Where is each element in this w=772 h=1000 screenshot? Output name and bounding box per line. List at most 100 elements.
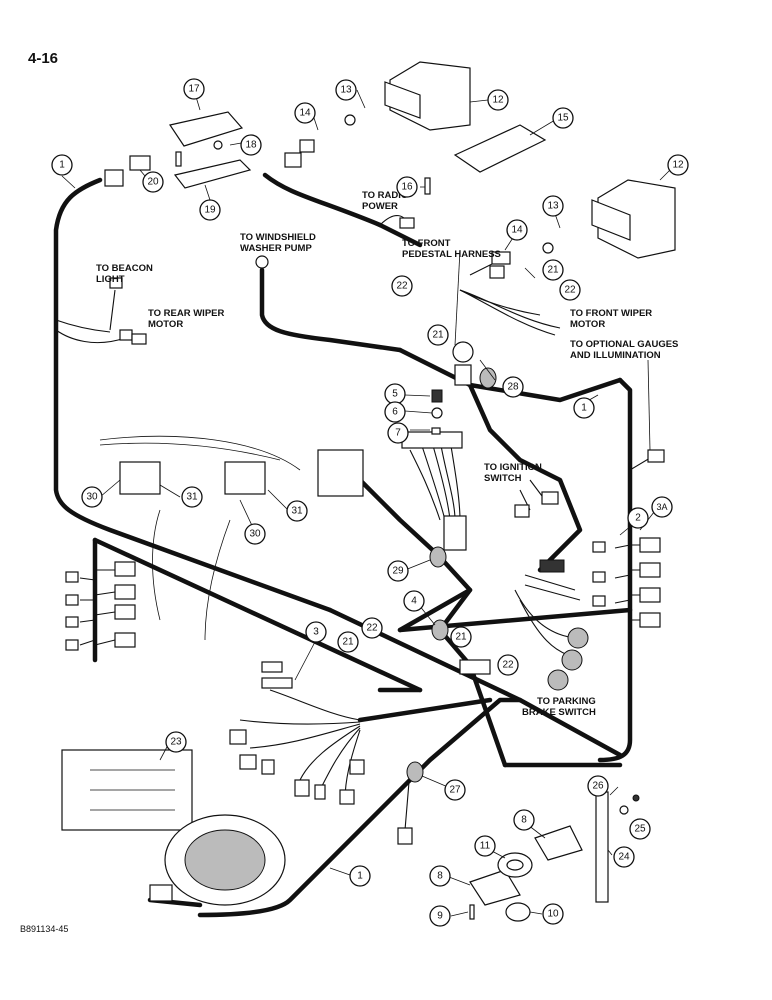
svg-text:21: 21: [455, 632, 467, 643]
callout-26: 26: [587, 775, 609, 797]
callout-21b: 21: [542, 259, 564, 281]
callout-1a: 1: [51, 154, 73, 176]
svg-text:1: 1: [357, 871, 363, 882]
callout-13a: 13: [335, 79, 357, 101]
svg-text:26: 26: [592, 781, 604, 792]
callout-2: 2: [627, 507, 649, 529]
callout-8b: 8: [429, 865, 451, 887]
callout-21d: 21: [450, 626, 472, 648]
svg-text:30: 30: [86, 492, 98, 503]
svg-text:1: 1: [581, 403, 587, 414]
figure-code: B891134-45: [20, 924, 69, 934]
callout-3: 3: [305, 621, 327, 643]
svg-text:7: 7: [395, 428, 401, 439]
callout-30b: 30: [244, 523, 266, 545]
callout-1c: 1: [349, 865, 371, 887]
callout-30a: 30: [81, 486, 103, 508]
svg-text:22: 22: [396, 281, 408, 292]
svg-text:27: 27: [449, 785, 461, 796]
svg-text:20: 20: [147, 177, 159, 188]
callout-18: 18: [240, 134, 262, 156]
components: [61, 61, 676, 922]
callout-23: 23: [165, 731, 187, 753]
svg-text:16: 16: [401, 182, 413, 193]
branch-wires: [55, 215, 665, 845]
svg-text:19: 19: [204, 205, 216, 216]
svg-text:17: 17: [188, 84, 200, 95]
svg-text:8: 8: [521, 815, 527, 826]
svg-text:9: 9: [437, 911, 443, 922]
svg-text:25: 25: [634, 824, 646, 835]
callout-12b: 12: [667, 154, 689, 176]
svg-text:8: 8: [437, 871, 443, 882]
svg-text:21: 21: [432, 330, 444, 341]
svg-text:14: 14: [299, 108, 311, 119]
svg-text:22: 22: [502, 660, 514, 671]
svg-text:3: 3: [313, 627, 319, 638]
callout-27: 27: [444, 779, 466, 801]
callout-14a: 14: [294, 102, 316, 124]
svg-text:23: 23: [170, 737, 182, 748]
svg-text:3A: 3A: [656, 502, 667, 512]
callout-1b: 1: [573, 397, 595, 419]
callout-14b: 14: [506, 219, 528, 241]
callout-31b: 31: [286, 500, 308, 522]
callout-22d: 22: [497, 654, 519, 676]
svg-text:12: 12: [492, 95, 504, 106]
svg-text:4: 4: [411, 596, 417, 607]
callout-28: 28: [502, 376, 524, 398]
svg-text:6: 6: [392, 407, 398, 418]
svg-text:31: 31: [291, 506, 303, 517]
svg-text:5: 5: [392, 389, 398, 400]
callout-31a: 31: [181, 486, 203, 508]
svg-text:13: 13: [547, 201, 559, 212]
svg-text:15: 15: [557, 113, 569, 124]
callout-17: 17: [183, 78, 205, 100]
svg-text:11: 11: [480, 841, 491, 852]
callout-10: 10: [542, 903, 564, 925]
svg-text:21: 21: [342, 637, 354, 648]
svg-text:21: 21: [547, 265, 559, 276]
callout-13b: 13: [542, 195, 564, 217]
callout-15: 15: [552, 107, 574, 129]
svg-text:18: 18: [245, 140, 257, 151]
svg-text:12: 12: [672, 160, 684, 171]
callout-7: 7: [387, 422, 409, 444]
svg-text:14: 14: [511, 225, 523, 236]
callout-24: 24: [613, 846, 635, 868]
svg-text:29: 29: [392, 566, 404, 577]
callout-19: 19: [199, 199, 221, 221]
callout-5: 5: [384, 383, 406, 405]
callout-22b: 22: [559, 279, 581, 301]
callout-21c: 21: [337, 631, 359, 653]
svg-text:22: 22: [564, 285, 576, 296]
callout-25: 25: [629, 818, 651, 840]
callouts: 1 1 1 1 2 3 3A 4 5 6 7 8 8 9 10 11 12 12…: [51, 78, 689, 927]
svg-text:10: 10: [547, 909, 559, 920]
callout-22c: 22: [361, 617, 383, 639]
svg-text:13: 13: [340, 85, 352, 96]
callout-20: 20: [142, 171, 164, 193]
callout-21a: 21: [427, 324, 449, 346]
svg-text:31: 31: [186, 492, 198, 503]
svg-text:22: 22: [366, 623, 378, 634]
svg-text:28: 28: [507, 382, 519, 393]
page-number: 4-16: [28, 50, 59, 67]
svg-text:1: 1: [59, 160, 65, 171]
callout-4: 4: [403, 590, 425, 612]
callout-12a: 12: [487, 89, 509, 111]
callout-11: 11: [474, 835, 496, 857]
callout-22a: 22: [391, 275, 413, 297]
callout-9: 9: [429, 905, 451, 927]
